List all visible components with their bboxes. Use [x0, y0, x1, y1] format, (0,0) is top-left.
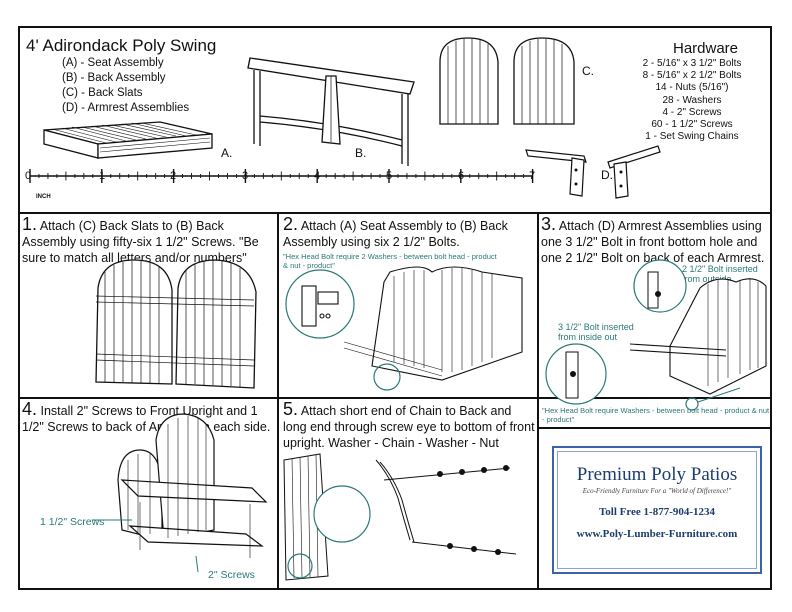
step-5-instructions: Attach short end of Chain to Back and lo… [283, 404, 535, 450]
back-assembly-drawing [247, 57, 415, 166]
label-a: A. [221, 146, 233, 160]
step-5-drawing [283, 453, 517, 581]
step-5-text: 5. Attach short end of Chain to Back and… [283, 399, 535, 451]
brand-website[interactable]: www.Poly-Lumber-Furniture.com [576, 528, 738, 540]
divider-middle [18, 397, 772, 399]
step-2-number: 2. [283, 214, 299, 234]
divider-col1 [277, 212, 279, 590]
ruler-number: 1 [99, 170, 106, 182]
step-1-drawing [95, 259, 257, 389]
step-3-callout-inside: 3 1/2" Bolt inserted from inside out [558, 322, 634, 342]
seat-assembly-drawing [43, 121, 213, 159]
hardware-item: 1 - Set Swing Chains [645, 131, 739, 143]
page-title: 4' Adirondack Poly Swing [26, 36, 217, 55]
step-2-text: 2. Attach (A) Seat Assembly to (B) Back … [283, 214, 535, 250]
hardware-item: 4 - 2" Screws [662, 106, 722, 118]
divider-col2 [537, 212, 539, 590]
step-1-number: 1. [22, 214, 38, 234]
step-3-instructions: Attach (D) Armrest Assemblies using one … [541, 219, 765, 265]
step-4-callout-screws-front: 2" Screws [208, 569, 255, 581]
ruler-number: 0 [25, 170, 32, 182]
step-3-drawing [545, 259, 767, 411]
ruler-number: 6 [458, 170, 465, 182]
label-b: B. [355, 146, 367, 160]
step-2-instructions: Attach (A) Seat Assembly to (B) Back Ass… [283, 219, 508, 249]
hardware-item: 28 - Washers [662, 94, 722, 106]
hardware-item: 8 - 5/16" x 2 1/2" Bolts [642, 70, 742, 82]
ruler-number: 4 [314, 170, 321, 182]
ruler-number: 7 [529, 170, 536, 182]
armrest-assemblies-drawing [525, 145, 661, 199]
ruler-number: 5 [386, 170, 393, 182]
step-1-text: 1. Attach (C) Back Slats to (B) Back Ass… [22, 214, 274, 266]
hardware-list: 2 - 5/16" x 3 1/2" Bolts 8 - 5/16" x 2 1… [614, 58, 770, 143]
step-5-number: 5. [283, 399, 299, 419]
step-2-drawing [285, 266, 523, 391]
part-d: (D) - Armrest Assemblies [62, 102, 190, 114]
ruler-number: 3 [242, 170, 249, 182]
hardware-item: 14 - Nuts (5/16") [655, 82, 729, 94]
step-3-note: "Hex Head Bolt require Washers - between… [542, 406, 770, 424]
divider-logo [537, 427, 772, 429]
hardware-title: Hardware [673, 40, 739, 57]
brand-phone: Toll Free 1-877-904-1234 [598, 506, 716, 518]
step-3-number: 3. [541, 214, 557, 234]
instruction-sheet [18, 26, 772, 590]
step-3-callout-outside: 2 1/2" Bolt inserted from outside [682, 264, 758, 284]
brand-logo-panel: Premium Poly Patios Eco-Friendly Furnitu… [552, 446, 762, 574]
step-4-callout-screws-back: 1 1/2" Screws [40, 516, 105, 528]
label-c: C. [582, 64, 594, 78]
brand-tagline: Eco-Friendly Furniture For a "World of D… [582, 487, 732, 495]
inch-ruler [29, 169, 534, 183]
logo-inner-frame [557, 451, 757, 569]
step-1-instructions: Attach (C) Back Slats to (B) Back Assemb… [22, 219, 259, 265]
part-b: (B) - Back Assembly [62, 72, 166, 84]
brand-name: Premium Poly Patios [576, 464, 738, 485]
label-d: D. [601, 168, 613, 182]
back-slats-drawing [439, 37, 575, 125]
step-2-note: "Hex Head Bolt require 2 Washers - betwe… [283, 252, 497, 270]
ruler-number: 2 [170, 170, 177, 182]
step-3-text: 3. Attach (D) Armrest Assemblies using o… [541, 214, 769, 266]
part-c: (C) - Back Slats [62, 87, 143, 99]
hardware-item: 60 - 1 1/2" Screws [651, 119, 733, 131]
step-4-drawing [92, 413, 268, 573]
hardware-item: 2 - 5/16" x 3 1/2" Bolts [642, 58, 742, 69]
ruler-unit: INCH [36, 194, 51, 200]
part-a: (A) - Seat Assembly [62, 57, 164, 69]
divider-top [18, 212, 772, 214]
step-4-number: 4. [22, 399, 38, 419]
parts-list: (A) - Seat Assembly (B) - Back Assembly … [62, 56, 189, 116]
